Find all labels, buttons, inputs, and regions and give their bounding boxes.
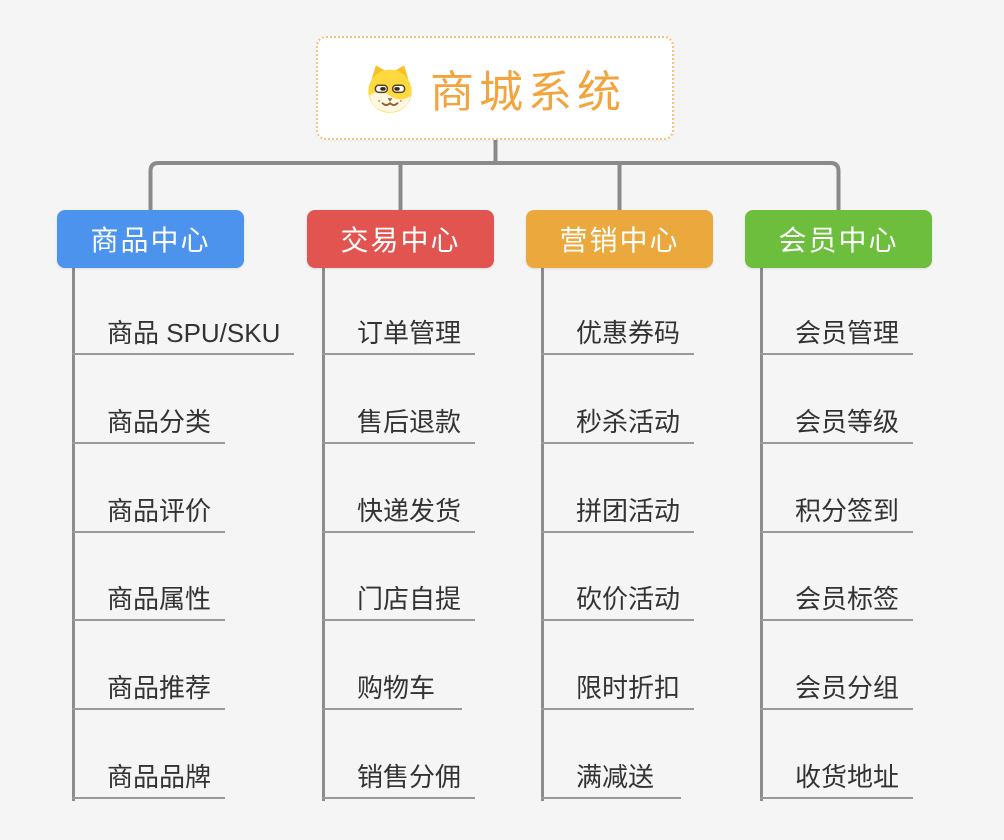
branch-item[interactable]: 商品评价 bbox=[72, 491, 226, 533]
branch-item[interactable]: 门店自提 bbox=[322, 579, 476, 621]
branch-item[interactable]: 会员分组 bbox=[760, 668, 914, 710]
branch-item[interactable]: 限时折扣 bbox=[541, 668, 695, 710]
branch-item[interactable]: 砍价活动 bbox=[541, 579, 695, 621]
branch-item[interactable]: 快递发货 bbox=[322, 491, 476, 533]
branch-header[interactable]: 会员中心 bbox=[745, 210, 932, 268]
branch-trunk-line bbox=[760, 268, 763, 801]
root-node[interactable]: 商城系统 bbox=[316, 36, 674, 140]
branch-connector-line bbox=[148, 161, 841, 210]
branch-item[interactable]: 商品品牌 bbox=[72, 757, 226, 799]
branch-header[interactable]: 交易中心 bbox=[307, 210, 494, 268]
branch-item[interactable]: 订单管理 bbox=[322, 313, 476, 355]
branch-item[interactable]: 商品属性 bbox=[72, 579, 226, 621]
branch-header[interactable]: 营销中心 bbox=[526, 210, 713, 268]
branch-0: 商品中心商品 SPU/SKU 商品分类商品评价商品属性商品推荐商品品牌 bbox=[57, 210, 295, 810]
branch-trunk-line bbox=[72, 268, 75, 801]
branch-3: 会员中心会员管理会员等级积分签到会员标签会员分组收货地址 bbox=[745, 210, 932, 810]
branch-item[interactable]: 拼团活动 bbox=[541, 491, 695, 533]
branch-item[interactable]: 积分签到 bbox=[760, 491, 914, 533]
branch-trunk-line bbox=[322, 268, 325, 801]
branch-item[interactable]: 会员管理 bbox=[760, 313, 914, 355]
branch-item[interactable]: 收货地址 bbox=[760, 757, 914, 799]
branch-item[interactable]: 商品 SPU/SKU bbox=[72, 313, 295, 355]
branch-item[interactable]: 会员标签 bbox=[760, 579, 914, 621]
branch-item[interactable]: 商品推荐 bbox=[72, 668, 226, 710]
branch-trunk-line bbox=[541, 268, 544, 801]
branch-item[interactable]: 购物车 bbox=[322, 668, 462, 710]
branch-item[interactable]: 商品分类 bbox=[72, 402, 226, 444]
branch-item[interactable]: 销售分佣 bbox=[322, 757, 476, 799]
branch-header[interactable]: 商品中心 bbox=[57, 210, 244, 268]
root-label: 商城系统 bbox=[430, 68, 626, 117]
branch-item[interactable]: 会员等级 bbox=[760, 402, 914, 444]
branch-2: 营销中心优惠券码秒杀活动拼团活动砍价活动限时折扣满减送 bbox=[526, 210, 713, 810]
branch-item[interactable]: 优惠券码 bbox=[541, 313, 695, 355]
branch-item[interactable]: 售后退款 bbox=[322, 402, 476, 444]
branch-item[interactable]: 秒杀活动 bbox=[541, 402, 695, 444]
dog-icon bbox=[364, 62, 416, 114]
branch-item[interactable]: 满减送 bbox=[541, 757, 681, 799]
branch-1: 交易中心订单管理售后退款快递发货门店自提购物车销售分佣 bbox=[307, 210, 494, 810]
